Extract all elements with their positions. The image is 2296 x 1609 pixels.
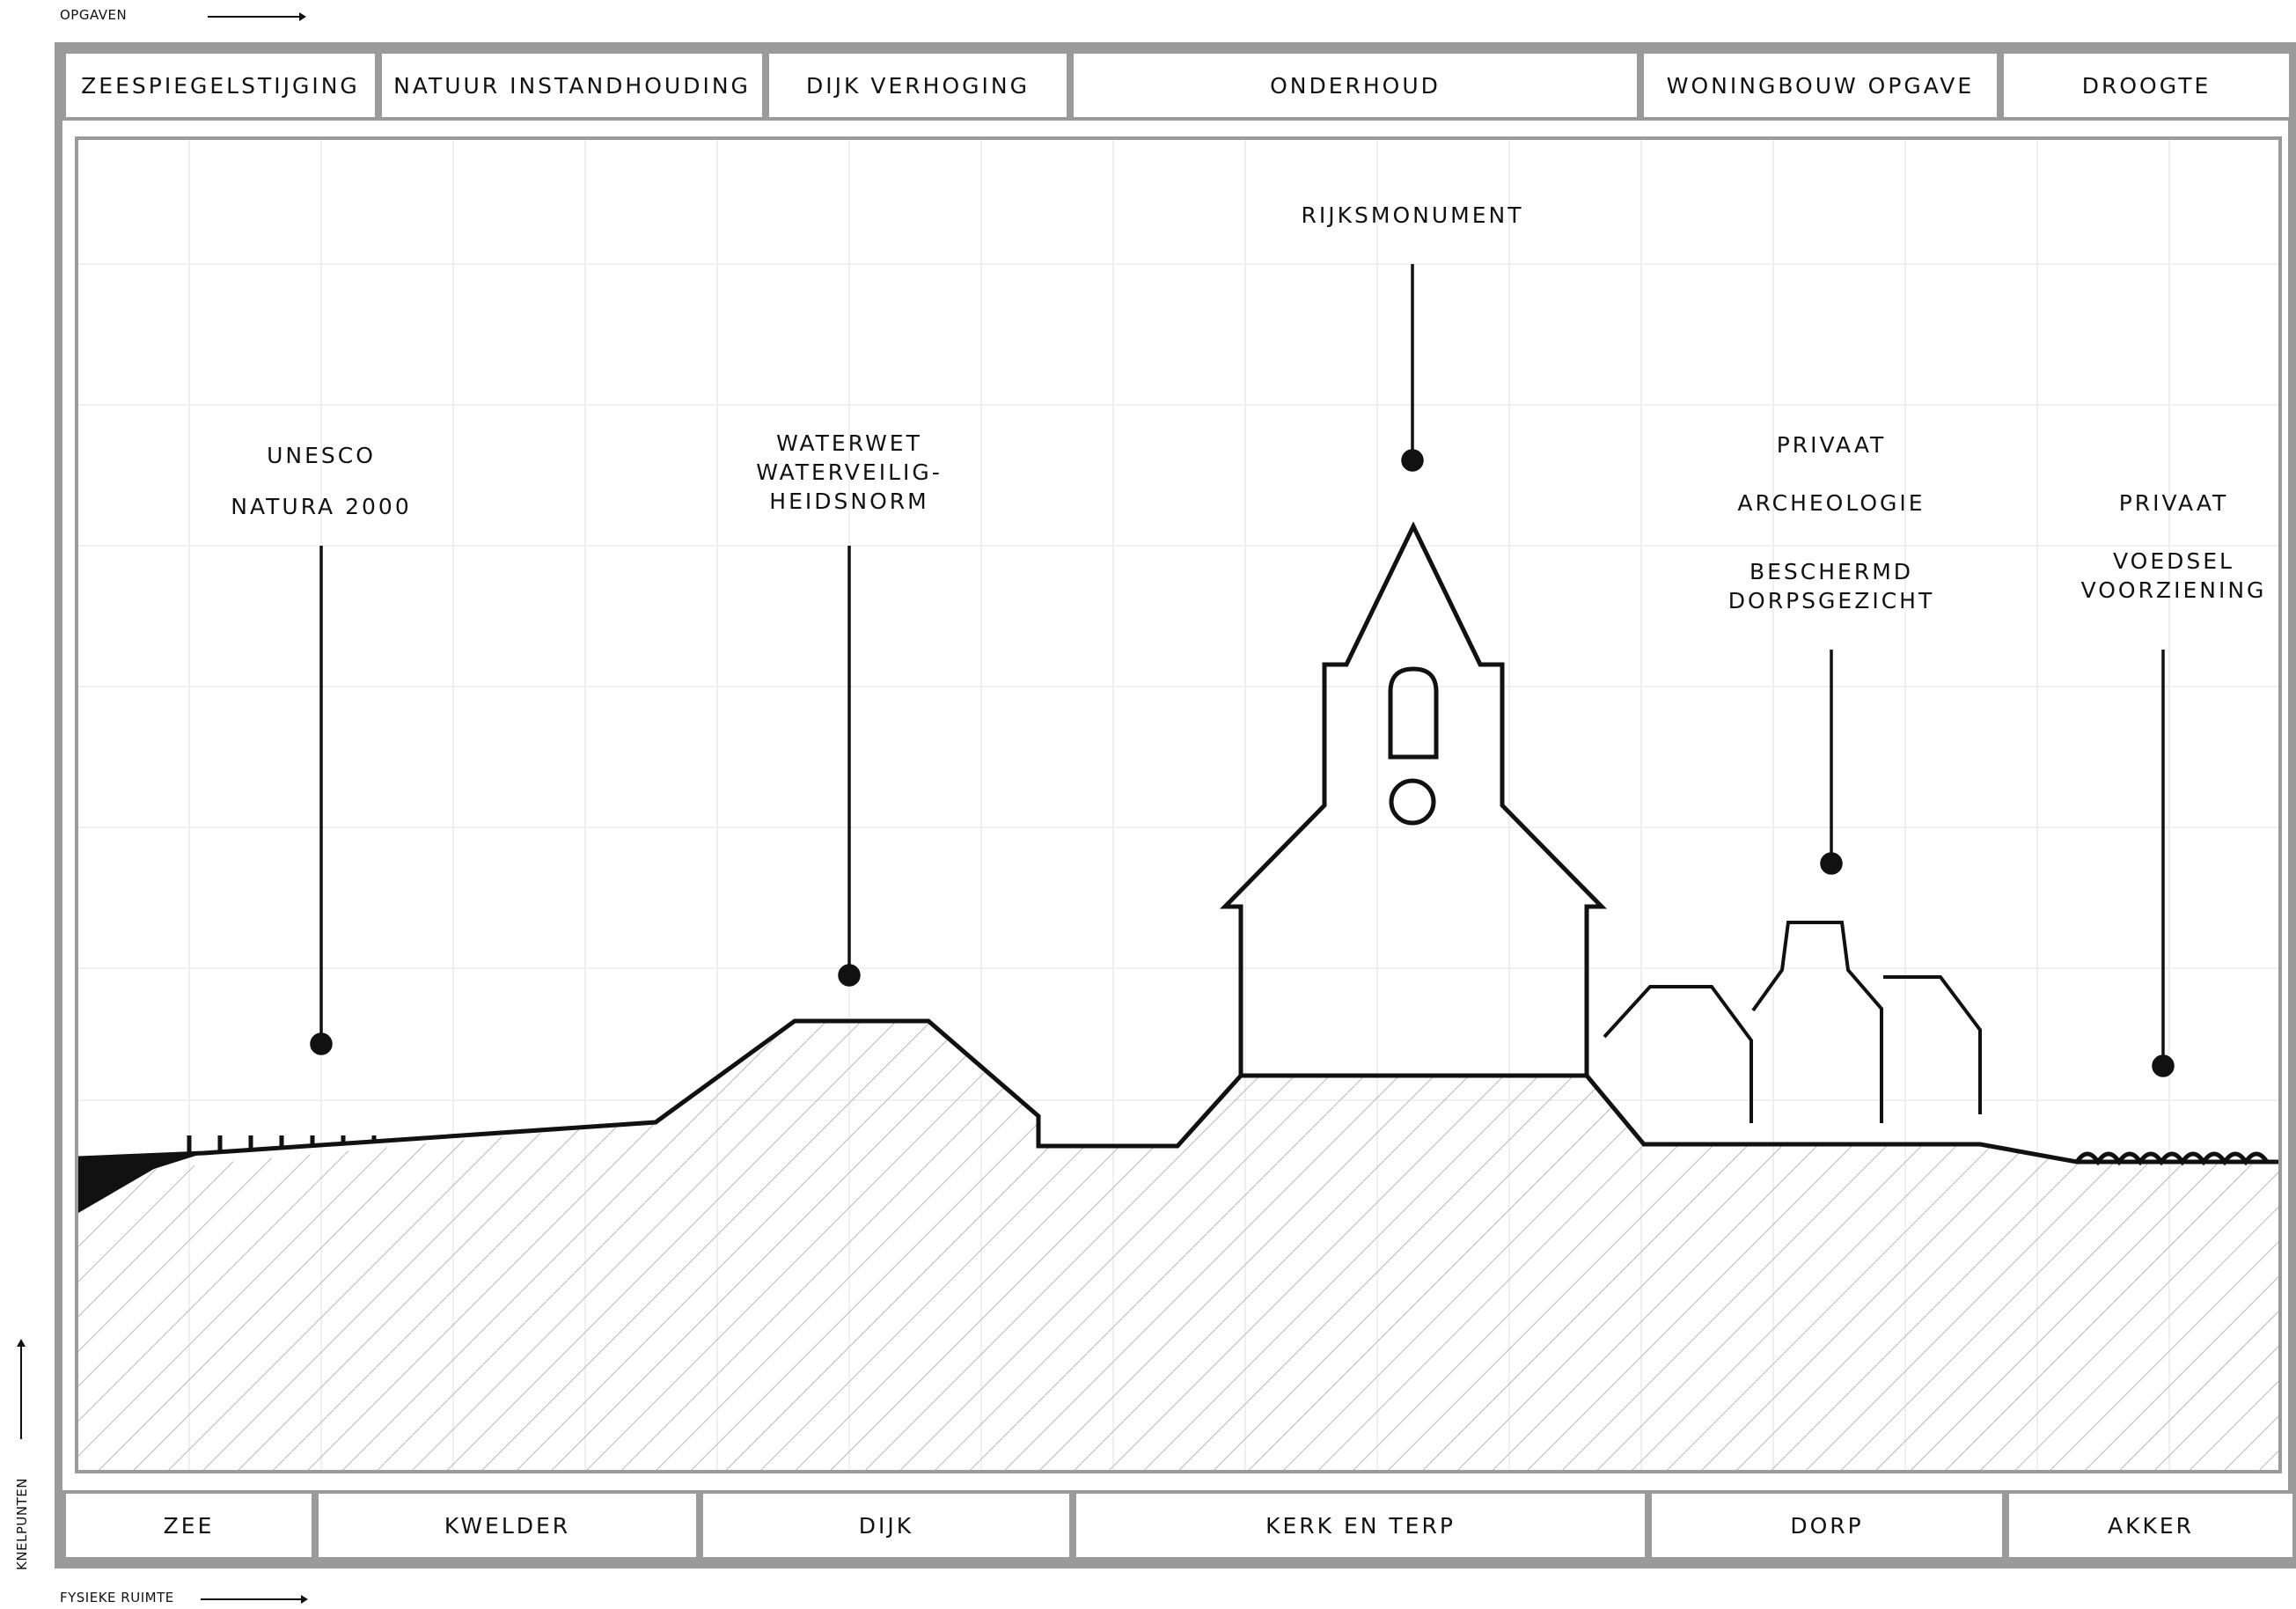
sea-wedge: [78, 1153, 204, 1213]
opgave-natuur-instandhouding: NATUUR INSTANDHOUDING: [378, 50, 766, 121]
axis-label-fysieke-ruimte: FYSIEKE RUIMTE: [60, 1590, 174, 1605]
ruimte-kerk-en-terp: KERK EN TERP: [1073, 1490, 1648, 1561]
ground-hatch: [78, 1021, 2278, 1470]
axis-label-opgaven: OPGAVEN: [60, 7, 128, 23]
ruimte-akker: AKKER: [2006, 1490, 2296, 1561]
knelpunt-privaat-dorp: PRIVAAT: [1777, 432, 1887, 458]
knelpunt-voorziening: VOORZIENING: [2081, 577, 2267, 603]
knelpunt-waterveilig: WATERVEILIG-: [756, 459, 943, 485]
opgave-zeespiegelstijging: ZEESPIEGELSTIJGING: [62, 50, 378, 121]
kwelder-vegetation-ticks: [187, 1135, 438, 1154]
knelpunt-voedsel: VOEDSEL: [2113, 548, 2234, 574]
ruimte-dijk: DIJK: [700, 1490, 1073, 1561]
opgave-dijk-verhoging: DIJK VERHOGING: [766, 50, 1070, 121]
akker-crops: [2074, 1151, 2270, 1166]
knelpunt-waterwet: WATERWET: [776, 430, 922, 456]
village-houses: [1603, 921, 1982, 1123]
ruimte-zee: ZEE: [62, 1490, 315, 1561]
knelpunt-beschermd: BESCHERMD: [1750, 559, 1913, 584]
ground-profile: [78, 1018, 2278, 1165]
opgave-onderhoud: ONDERHOUD: [1070, 50, 1640, 121]
knelpunt-heidsnorm: HEIDSNORM: [769, 489, 928, 514]
knelpunt-natura-2000: NATURA 2000: [231, 494, 411, 519]
opgaven-row: ZEESPIEGELSTIJGING NATUUR INSTANDHOUDING…: [62, 50, 2292, 121]
knelpunt-unesco: UNESCO: [267, 443, 376, 468]
knelpunt-dorpsgezicht: DORPSGEZICHT: [1728, 588, 1934, 613]
diagram-frame: [55, 42, 2296, 1569]
opgave-droogte: DROOGTE: [2000, 50, 2292, 121]
church-oculus: [1389, 778, 1436, 826]
opgave-woningbouw-opgave: WONINGBOUW OPGAVE: [1640, 50, 2000, 121]
ruimte-kwelder: KWELDER: [315, 1490, 700, 1561]
knelpunt-markers: [310, 264, 2175, 1077]
knelpunt-privaat-akker: PRIVAAT: [2119, 490, 2229, 516]
ruimte-dorp: DORP: [1648, 1490, 2006, 1561]
fysieke-ruimte-row: ZEE KWELDER DIJK KERK EN TERP DORP AKKER: [62, 1490, 2296, 1561]
church-window: [1388, 666, 1439, 760]
knelpunt-rijksmonument: RIJKSMONUMENT: [1302, 202, 1524, 228]
knelpunt-archeologie: ARCHEOLOGIE: [1737, 490, 1925, 516]
church: [1220, 521, 1607, 1076]
